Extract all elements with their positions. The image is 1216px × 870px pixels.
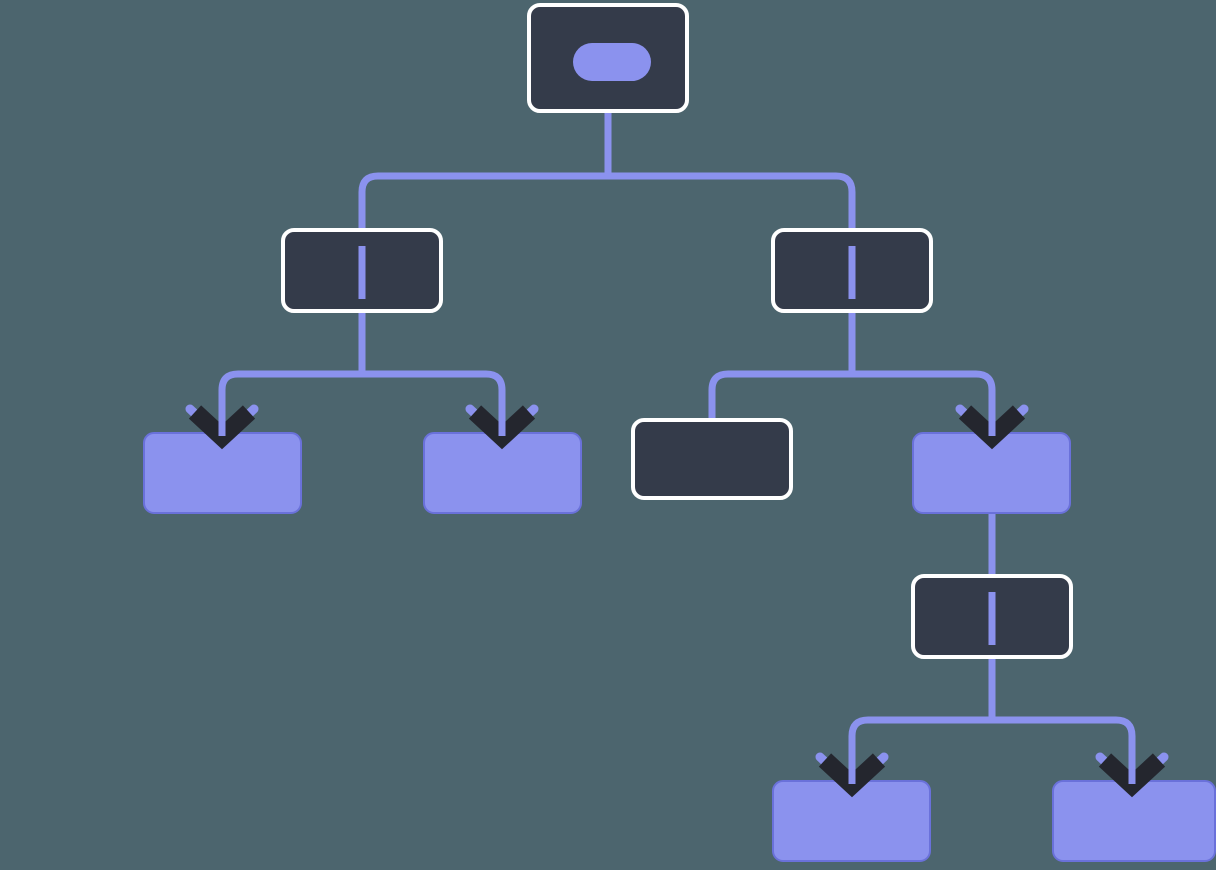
node-root[interactable]: [527, 3, 689, 113]
node-l2-a[interactable]: [143, 432, 302, 514]
node-l2-b[interactable]: [423, 432, 582, 514]
node-l2-d[interactable]: [912, 432, 1071, 514]
node-l3-a[interactable]: [911, 574, 1073, 659]
node-l2-c[interactable]: [631, 418, 793, 500]
node-l4-a[interactable]: [772, 780, 931, 862]
root-pill-marker: [573, 43, 651, 81]
node-l1-right[interactable]: [771, 228, 933, 313]
node-l1-left[interactable]: [281, 228, 443, 313]
node-l4-b[interactable]: [1052, 780, 1216, 862]
